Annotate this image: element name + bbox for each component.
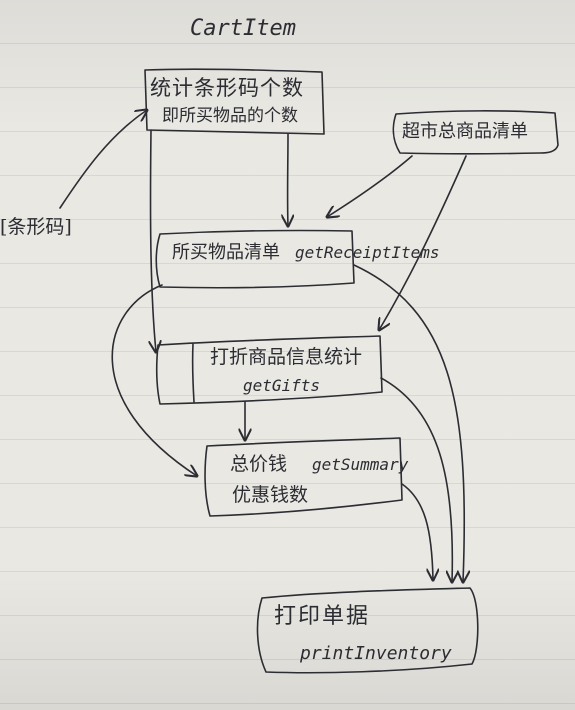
gifts-label: 打折商品信息统计 — [210, 346, 363, 368]
barcode-input-label: [条形码] — [0, 216, 72, 238]
count-box-line2: 即所买物品的个数 — [162, 106, 298, 126]
receipt-items-label: 所买物品清单 — [172, 242, 280, 263]
summary-box — [204, 437, 403, 517]
arrow-catalog-to-gifts — [379, 155, 467, 330]
arrow-catalog-to-receipt — [327, 155, 413, 217]
receipt-items-box — [155, 229, 355, 289]
catalog-label: 超市总商品清单 — [402, 121, 528, 142]
count-box — [144, 68, 325, 135]
print-func: printInventory — [300, 643, 452, 664]
summary-discount: 优惠钱数 — [232, 484, 309, 506]
arrow-gifts-to-print — [380, 377, 452, 582]
receipt-items-func: getReceiptItems — [295, 243, 440, 262]
arrow-count-to-gifts — [151, 129, 156, 352]
arrow-summary-to-print — [401, 483, 433, 580]
print-box — [256, 587, 479, 674]
arrow-receipt-to-print — [353, 264, 464, 582]
gifts-box-divider — [191, 343, 195, 403]
summary-label: 总价钱 — [230, 453, 288, 475]
arrow-receipt-to-summary — [111, 284, 197, 476]
catalog-box — [392, 110, 559, 155]
gifts-func: getGifts — [243, 376, 321, 395]
arrow-barcode-to-count — [59, 110, 147, 209]
summary-func: getSummary — [312, 455, 409, 474]
diagram-title: CartItem — [190, 16, 296, 41]
gifts-box — [155, 335, 383, 405]
print-label: 打印单据 — [274, 604, 371, 629]
count-box-line1: 统计条形码个数 — [150, 76, 304, 100]
